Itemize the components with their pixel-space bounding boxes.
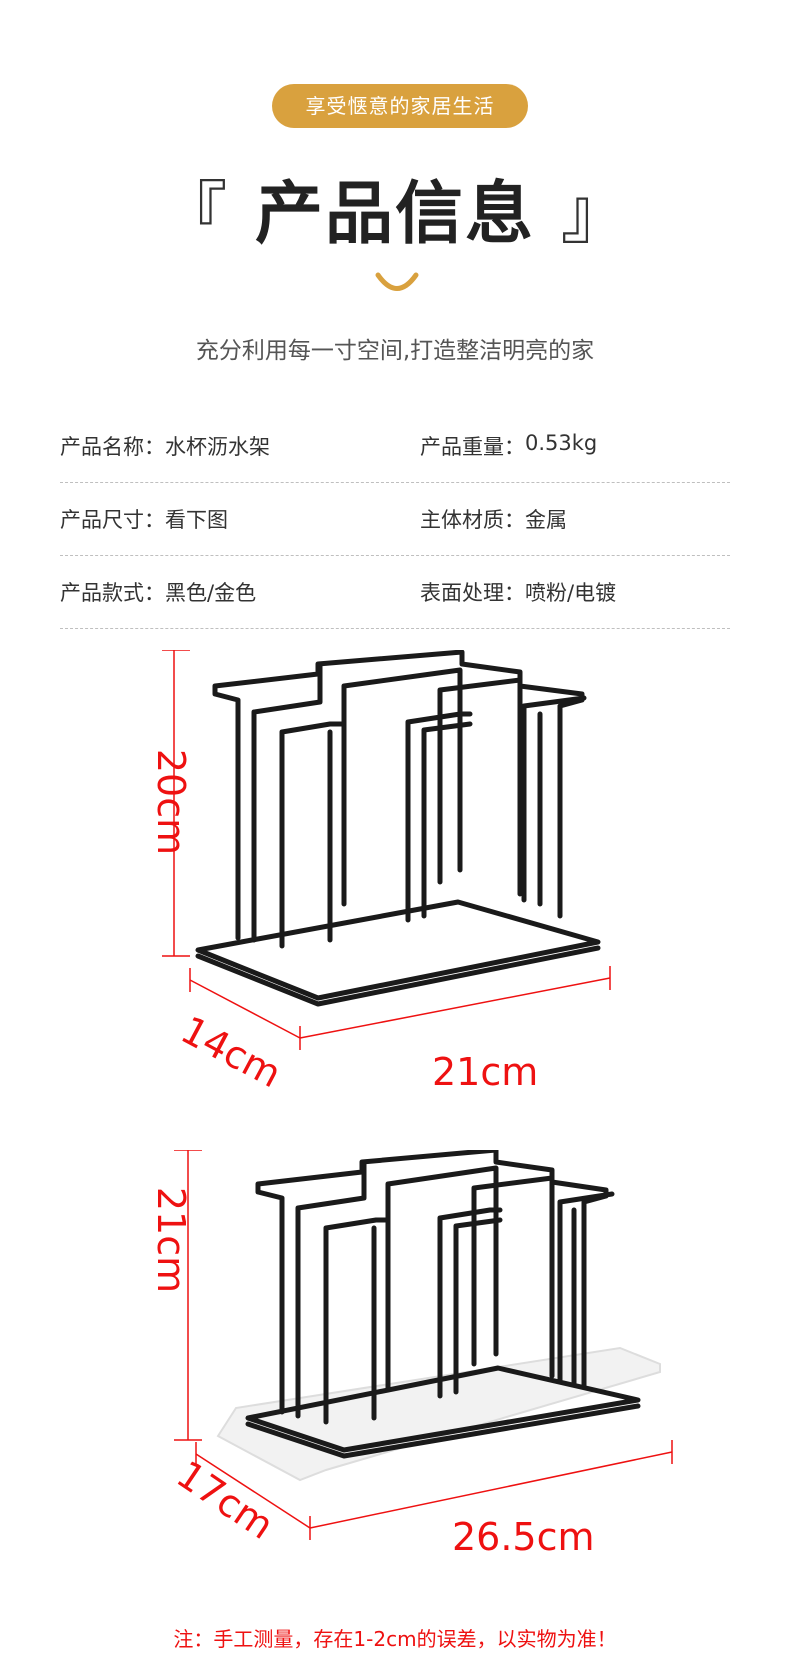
dimension-lines	[162, 650, 611, 1050]
info-row: 产品尺寸 看下图 主体材质 金属	[60, 483, 730, 556]
info-value: 看下图	[165, 508, 228, 532]
info-cell: 产品尺寸 看下图	[60, 504, 420, 534]
rack-dimension-figure-1	[162, 650, 611, 1050]
info-label: 产品重量	[420, 431, 525, 461]
title-left-bracket: 『	[159, 175, 230, 254]
width-dimension-label: 21cm	[432, 1050, 539, 1094]
info-cell: 产品款式 黑色/金色	[60, 577, 420, 607]
info-cell: 主体材质 金属	[420, 504, 567, 534]
info-label: 产品款式	[60, 577, 165, 607]
rack-icon	[245, 1150, 641, 1459]
product-info-table: 产品名称 水杯沥水架 产品重量 0.53kg 产品尺寸 看下图 主体材质 金属 …	[60, 410, 730, 629]
info-label: 产品尺寸	[60, 504, 165, 534]
info-cell: 表面处理 喷粉/电镀	[420, 577, 616, 607]
info-label: 产品名称	[60, 431, 165, 461]
info-label: 表面处理	[420, 577, 525, 607]
info-row: 产品名称 水杯沥水架 产品重量 0.53kg	[60, 410, 730, 483]
page-subtitle: 充分利用每一寸空间,打造整洁明亮的家	[195, 338, 595, 364]
measurement-note: 注：手工测量，存在1-2cm的误差，以实物为准！	[173, 1627, 617, 1651]
info-cell: 产品名称 水杯沥水架	[60, 431, 420, 461]
info-value: 水杯沥水架	[165, 435, 270, 459]
title-text: 产品信息	[254, 175, 535, 254]
info-cell: 产品重量 0.53kg	[420, 431, 597, 461]
dimension-lines	[174, 1150, 673, 1540]
height-dimension-label: 20cm	[149, 748, 194, 856]
title-right-bracket: 』	[560, 175, 631, 254]
tagline-badge: 享受惬意的家居生活	[272, 84, 528, 128]
info-label: 主体材质	[420, 504, 525, 534]
info-value: 喷粉/电镀	[525, 581, 617, 605]
page-title: 『 产品信息 』	[0, 158, 790, 257]
rack-icon	[195, 650, 601, 1007]
height-dimension-label: 21cm	[149, 1186, 194, 1294]
info-row: 产品款式 黑色/金色 表面处理 喷粉/电镀	[60, 556, 730, 629]
info-value: 金属	[525, 508, 567, 532]
width-dimension-label: 26.5cm	[452, 1515, 595, 1559]
info-value: 0.53kg	[525, 431, 598, 455]
info-value: 黑色/金色	[165, 581, 257, 605]
rack-dimension-figure-2	[174, 1150, 673, 1540]
smile-decoration-icon	[375, 272, 419, 291]
